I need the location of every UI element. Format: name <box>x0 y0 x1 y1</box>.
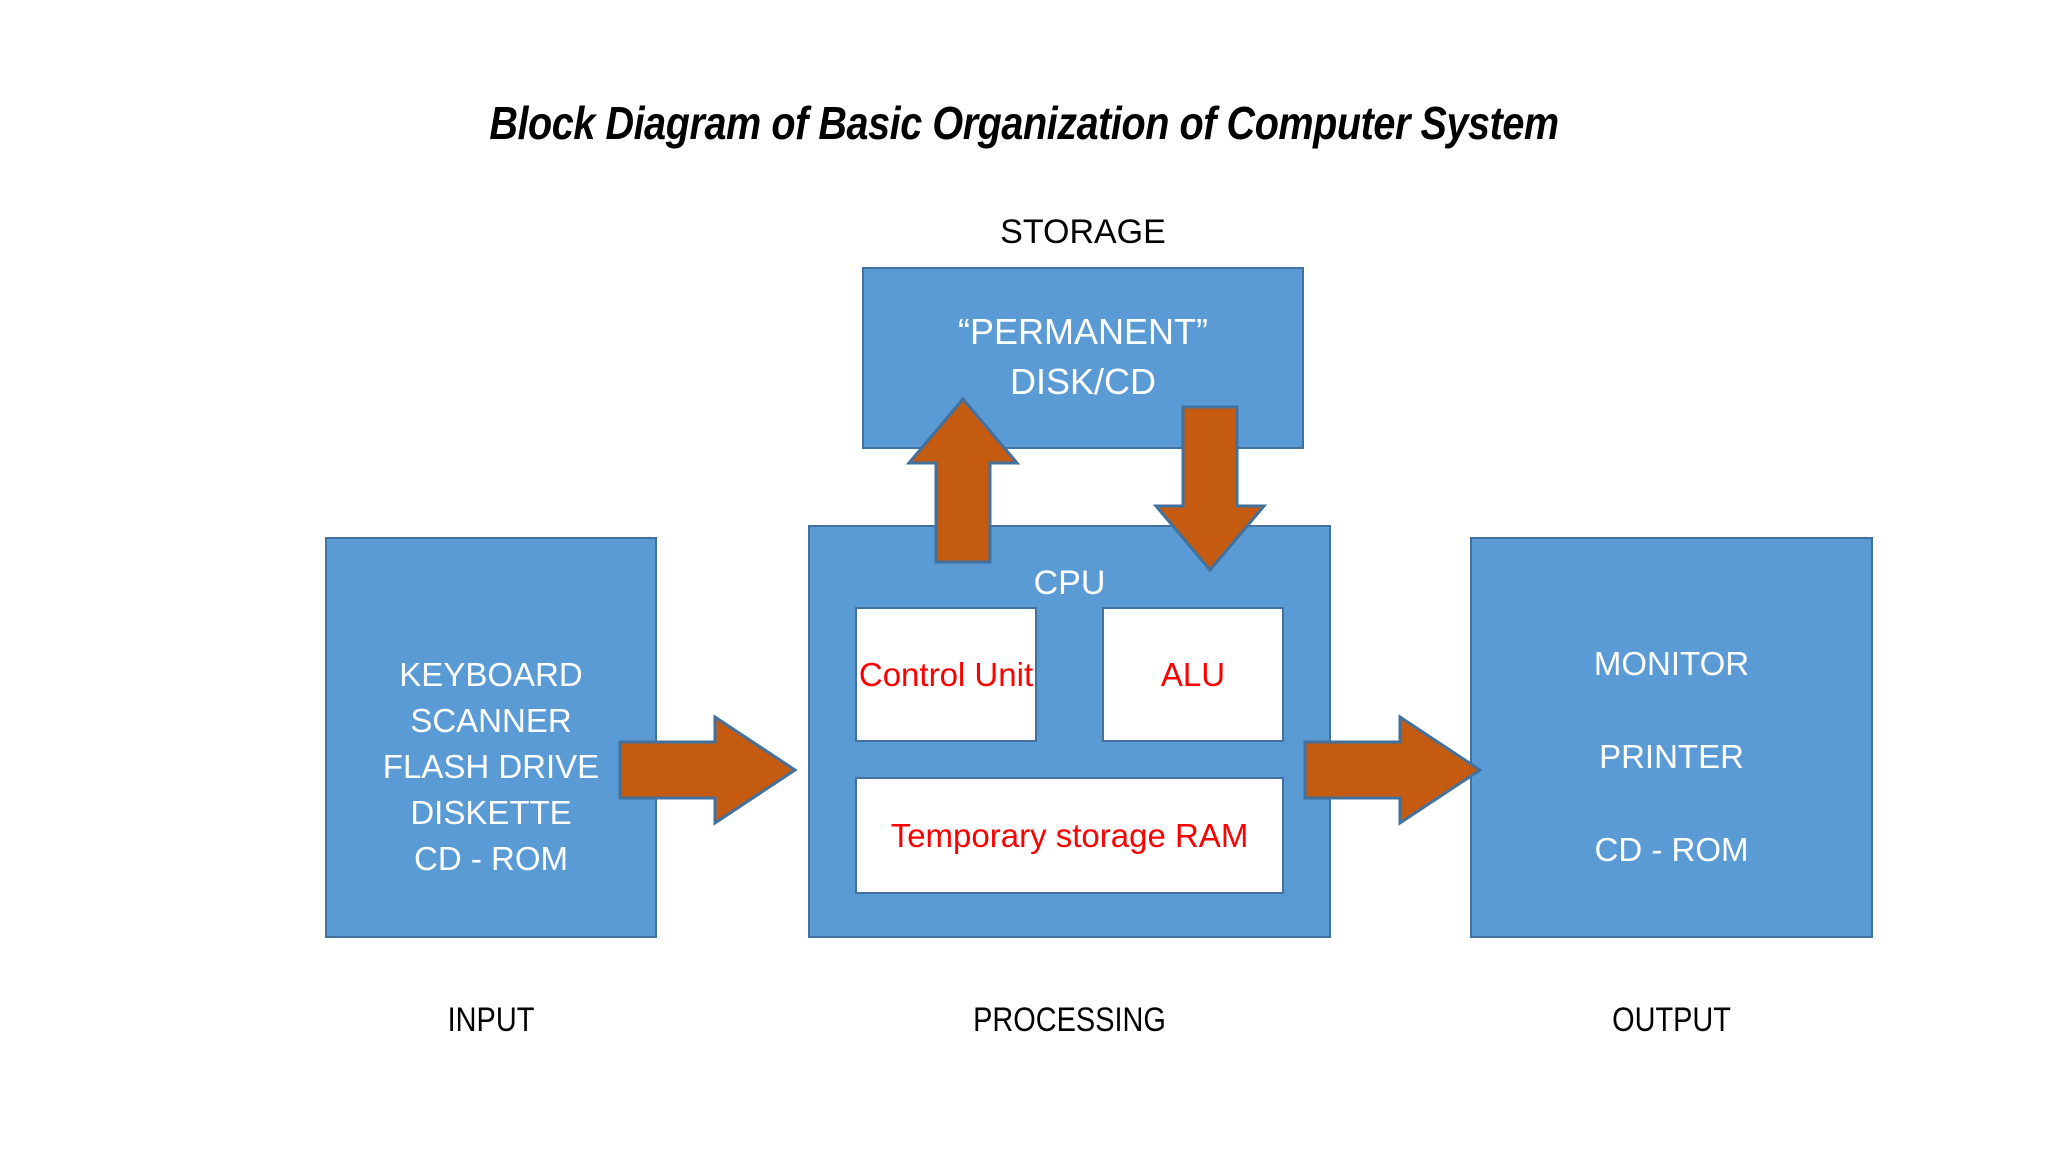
input-device-list: KEYBOARD SCANNER FLASH DRIVE DISKETTE CD… <box>327 652 655 882</box>
cpu-block: CPU Control Unit ALU Temporary storage R… <box>808 525 1331 938</box>
storage-line-2: DISK/CD <box>1009 361 1157 402</box>
input-device-item: CD - ROM <box>414 840 568 877</box>
output-caption: OUTPUT <box>1612 1001 1731 1039</box>
output-device-item: MONITOR <box>1593 645 1750 682</box>
input-caption: INPUT <box>447 1001 535 1039</box>
input-device-item: SCANNER <box>410 702 572 739</box>
storage-line-1: “PERMANENT” <box>958 311 1208 352</box>
output-device-list: MONITOR PRINTER CD - ROM <box>1472 617 1871 896</box>
cpu-to-output-arrow <box>1303 714 1483 826</box>
input-device-item: KEYBOARD <box>399 656 583 693</box>
control-unit-box: Control Unit <box>855 607 1037 742</box>
input-block: KEYBOARD SCANNER FLASH DRIVE DISKETTE CD… <box>325 537 657 938</box>
input-device-item: DISKETTE <box>410 794 572 831</box>
alu-box: ALU <box>1102 607 1284 742</box>
alu-label: ALU <box>1160 655 1226 693</box>
ram-label: Temporary storage RAM <box>890 816 1249 854</box>
ram-box: Temporary storage RAM <box>855 777 1284 894</box>
storage-block: “PERMANENT” DISK/CD <box>862 267 1304 449</box>
input-device-item: FLASH DRIVE <box>382 748 600 785</box>
control-unit-label: Control Unit <box>858 655 1034 693</box>
processing-caption: PROCESSING <box>973 1001 1166 1039</box>
output-device-item: PRINTER <box>1599 738 1744 775</box>
storage-caption: STORAGE <box>1000 213 1166 251</box>
page-title: Block Diagram of Basic Organization of C… <box>489 97 1559 149</box>
output-device-item: CD - ROM <box>1594 831 1749 868</box>
cpu-label: CPU <box>1033 564 1106 602</box>
output-block: MONITOR PRINTER CD - ROM <box>1470 537 1873 938</box>
storage-block-text: “PERMANENT” DISK/CD <box>864 307 1302 407</box>
